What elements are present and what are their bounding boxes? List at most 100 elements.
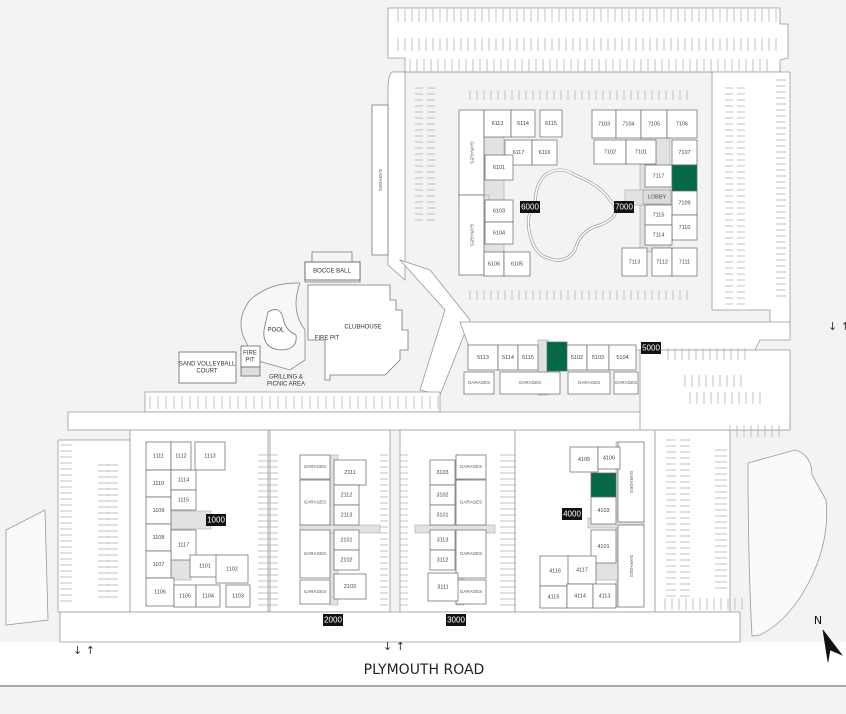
garage-label: GARAGES	[304, 551, 326, 556]
unit-4117[interactable]	[567, 555, 597, 585]
unit-1115[interactable]	[170, 489, 197, 511]
unit-7114[interactable]	[644, 224, 673, 246]
unit-3111[interactable]	[427, 572, 459, 602]
building-tag-2000[interactable]: 2000	[323, 614, 343, 626]
unit-label: 2113	[341, 512, 353, 518]
garage-label: GARAGES	[304, 500, 326, 505]
unit-7109[interactable]	[671, 190, 698, 216]
unit-4113[interactable]	[592, 583, 617, 609]
unit-label: 7117	[653, 173, 665, 179]
grilling-label: GRILLING &	[269, 375, 303, 381]
unit-label: 2102	[340, 557, 352, 563]
building-tag-1000[interactable]: 1000	[206, 514, 226, 526]
unit-7111[interactable]	[671, 247, 698, 277]
unit-label: 1115	[178, 497, 189, 503]
garage-block	[567, 371, 611, 395]
building-tag-7000[interactable]: 7000	[614, 201, 634, 213]
garage-block	[299, 529, 331, 579]
unit-label: 4115	[548, 594, 560, 600]
unit-1104[interactable]	[195, 584, 221, 608]
unit-4103[interactable]	[590, 496, 617, 525]
unit-7110[interactable]	[671, 214, 698, 241]
unit-6101[interactable]	[484, 154, 514, 181]
unit-7106[interactable]	[666, 109, 698, 139]
garage-block	[455, 579, 487, 605]
unit-6113[interactable]	[483, 109, 512, 138]
garage-block	[617, 441, 645, 523]
unit-2103[interactable]	[333, 573, 367, 600]
unit-label: 6104	[493, 230, 505, 236]
unit-label: 7104	[622, 121, 634, 127]
unit-3101[interactable]	[429, 504, 456, 526]
unit-7104[interactable]	[615, 109, 642, 139]
unit-label: 1106	[154, 589, 166, 595]
unit-label: 1104	[202, 593, 214, 599]
unit-5113[interactable]	[467, 344, 499, 371]
unit-1109[interactable]	[145, 496, 172, 525]
unit-2102[interactable]	[333, 549, 360, 571]
unit-7108[interactable]	[671, 164, 698, 192]
building-tag-4000[interactable]: 4000	[562, 508, 582, 520]
garage-block	[299, 479, 331, 526]
unit-1108[interactable]	[145, 523, 172, 552]
bocce-court	[304, 261, 361, 281]
building-tag-3000[interactable]: 3000	[446, 614, 466, 626]
unit-label: 1109	[153, 508, 165, 514]
building-tag-5000[interactable]: 5000	[641, 342, 661, 354]
unit-5104[interactable]	[608, 344, 637, 371]
building-3000: GARAGESGARAGESGARAGESGARAGES310331023101…	[414, 454, 496, 606]
unit-1102[interactable]	[215, 554, 249, 584]
unit-4104[interactable]	[590, 472, 617, 498]
unit-7101[interactable]	[625, 139, 657, 165]
unit-7113[interactable]	[621, 247, 648, 277]
unit-label: 7110	[679, 225, 691, 231]
garage-block	[458, 109, 485, 196]
unit-label: 5114	[502, 355, 514, 361]
unit-3112[interactable]	[429, 549, 456, 571]
garage-label: GARAGES	[468, 380, 490, 385]
unit-7102[interactable]	[593, 139, 627, 165]
unit-6114[interactable]	[510, 109, 536, 138]
unit-7107[interactable]	[671, 139, 698, 166]
unit-4106[interactable]	[597, 446, 621, 470]
unit-label: 2112	[341, 492, 353, 498]
garage-block	[299, 454, 331, 480]
unit-6115[interactable]	[539, 109, 563, 138]
unit-1113[interactable]	[194, 441, 226, 471]
entrance-arrows-main: ↓ ↑	[383, 640, 405, 653]
unit-1111[interactable]	[145, 441, 172, 471]
unit-label: 4114	[574, 593, 586, 599]
unit-label: 7111	[679, 259, 690, 265]
unit-label: 4117	[576, 567, 588, 573]
unit-6105[interactable]	[503, 251, 531, 277]
unit-5115[interactable]	[517, 344, 539, 371]
unit-label: 1101	[199, 563, 211, 569]
building-tag-label: 4000	[563, 510, 581, 519]
building-tag-label: 2000	[324, 616, 342, 625]
volleyball-label-2: COURT	[196, 369, 218, 375]
unit-2111[interactable]	[333, 459, 367, 486]
lobby-label: LOBBY	[648, 194, 667, 200]
unit-1103[interactable]	[225, 584, 251, 608]
garage-label: GARAGES	[460, 464, 482, 469]
building-tag-label: 6000	[521, 203, 539, 212]
unit-1107[interactable]	[145, 550, 172, 579]
unit-7103[interactable]	[591, 109, 617, 139]
road-label: PLYMOUTH ROAD	[364, 662, 485, 678]
unit-6116[interactable]	[531, 139, 558, 166]
unit-6104[interactable]	[484, 221, 514, 245]
unit-2113[interactable]	[333, 504, 360, 526]
clubhouse-label: CLUBHOUSE	[344, 325, 381, 331]
unit-1110[interactable]	[145, 469, 172, 498]
garage-label: GARAGES	[469, 224, 474, 246]
garage-block	[613, 371, 639, 395]
unit-label: 7105	[648, 121, 660, 127]
garage-label: GARAGES	[304, 589, 326, 594]
unit-label: 7109	[678, 200, 690, 206]
unit-label: 1103	[232, 593, 244, 599]
building-tag-6000[interactable]: 6000	[520, 201, 540, 213]
